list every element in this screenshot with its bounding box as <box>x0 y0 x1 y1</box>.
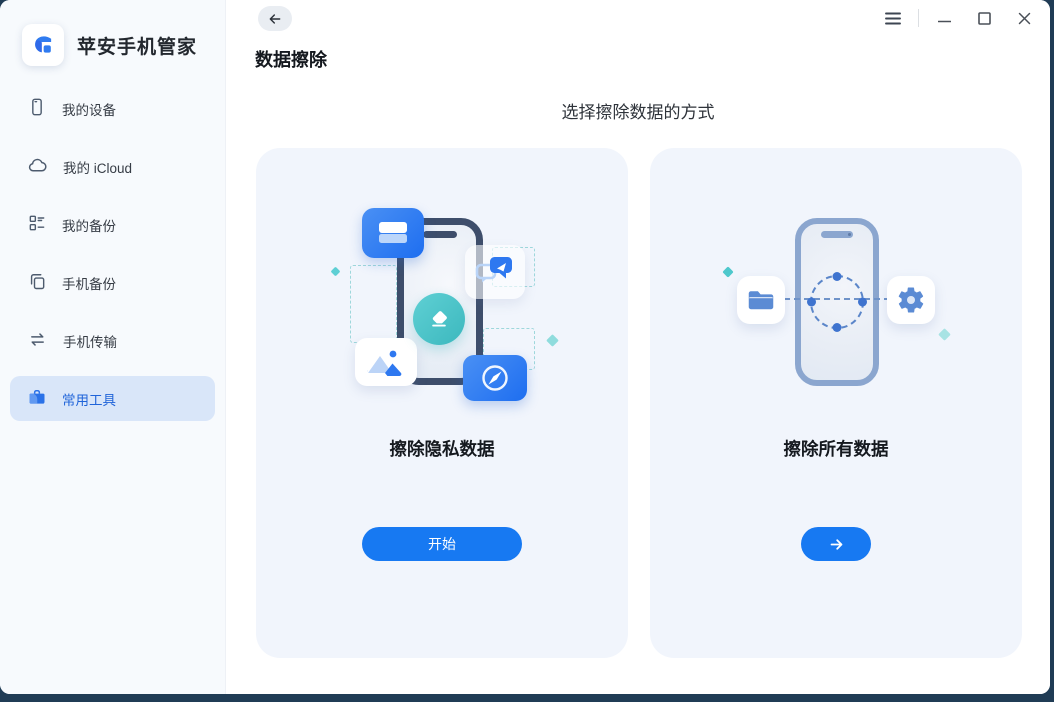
sidebar-item-label: 手机备份 <box>62 276 116 292</box>
erase-option-cards: 擦除隐私数据 开始 <box>256 148 1022 658</box>
cloud-icon <box>27 155 48 179</box>
brand: 苹安手机管家 <box>0 0 225 66</box>
sidebar-item-label: 我的备份 <box>62 218 116 234</box>
minimize-button[interactable] <box>924 6 964 30</box>
phone-icon <box>27 97 47 120</box>
main-content: 数据擦除 选择擦除数据的方式 <box>226 0 1050 694</box>
sidebar-item-common-tools[interactable]: 常用工具 <box>10 376 215 421</box>
app-title: 苹安手机管家 <box>77 36 198 58</box>
safari-app-icon <box>463 355 527 401</box>
toolbox-icon <box>27 387 47 410</box>
back-arrow-icon <box>269 13 281 24</box>
wallet-app-icon <box>362 208 424 258</box>
arrow-right-icon <box>830 538 842 550</box>
sidebar-item-label: 我的 iCloud <box>63 160 133 176</box>
page-title: 数据擦除 <box>255 50 327 70</box>
menu-button[interactable] <box>873 6 913 30</box>
eraser-icon <box>413 293 465 345</box>
sync-circle-icon <box>807 272 867 332</box>
full-erase-illustration <box>650 148 1022 658</box>
window-controls <box>873 6 1044 30</box>
phone-copy-icon <box>27 271 47 294</box>
back-button[interactable] <box>258 6 292 31</box>
sidebar-item-phone-transfer[interactable]: 手机传输 <box>10 318 215 363</box>
erase-all-go-button[interactable] <box>801 527 871 561</box>
sidebar-item-my-icloud[interactable]: 我的 iCloud <box>10 144 215 189</box>
sidebar-item-my-backups[interactable]: 我的备份 <box>10 202 215 247</box>
erase-method-heading: 选择擦除数据的方式 <box>561 103 715 122</box>
sidebar: 苹安手机管家 我的设备 我的 iCloud <box>0 0 226 694</box>
sidebar-item-label: 手机传输 <box>63 334 117 350</box>
privacy-erase-illustration <box>256 148 628 658</box>
controls-divider <box>918 9 919 27</box>
maximize-icon <box>977 11 991 25</box>
sidebar-item-label: 常用工具 <box>62 392 116 408</box>
transfer-arrows-icon <box>27 329 48 353</box>
app-logo-icon <box>22 24 64 66</box>
gear-icon <box>887 276 935 324</box>
backup-list-icon <box>27 213 47 236</box>
card-title: 擦除隐私数据 <box>389 439 495 459</box>
maximize-button[interactable] <box>964 6 1004 30</box>
start-button[interactable]: 开始 <box>362 527 522 561</box>
photos-app-icon <box>355 338 417 386</box>
sidebar-item-my-devices[interactable]: 我的设备 <box>10 86 215 131</box>
card-erase-private-data[interactable]: 擦除隐私数据 开始 <box>256 148 628 658</box>
minimize-icon <box>937 20 951 22</box>
messages-app-icon <box>465 245 525 299</box>
close-button[interactable] <box>1004 6 1044 30</box>
folder-icon <box>737 276 785 324</box>
sidebar-nav: 我的设备 我的 iCloud 我的备份 <box>0 86 225 421</box>
close-icon <box>1018 12 1030 24</box>
sidebar-item-phone-backup[interactable]: 手机备份 <box>10 260 215 305</box>
menu-icon <box>885 12 901 24</box>
sidebar-item-label: 我的设备 <box>62 102 116 118</box>
card-title: 擦除所有数据 <box>783 439 889 459</box>
card-erase-all-data[interactable]: 擦除所有数据 <box>650 148 1022 658</box>
